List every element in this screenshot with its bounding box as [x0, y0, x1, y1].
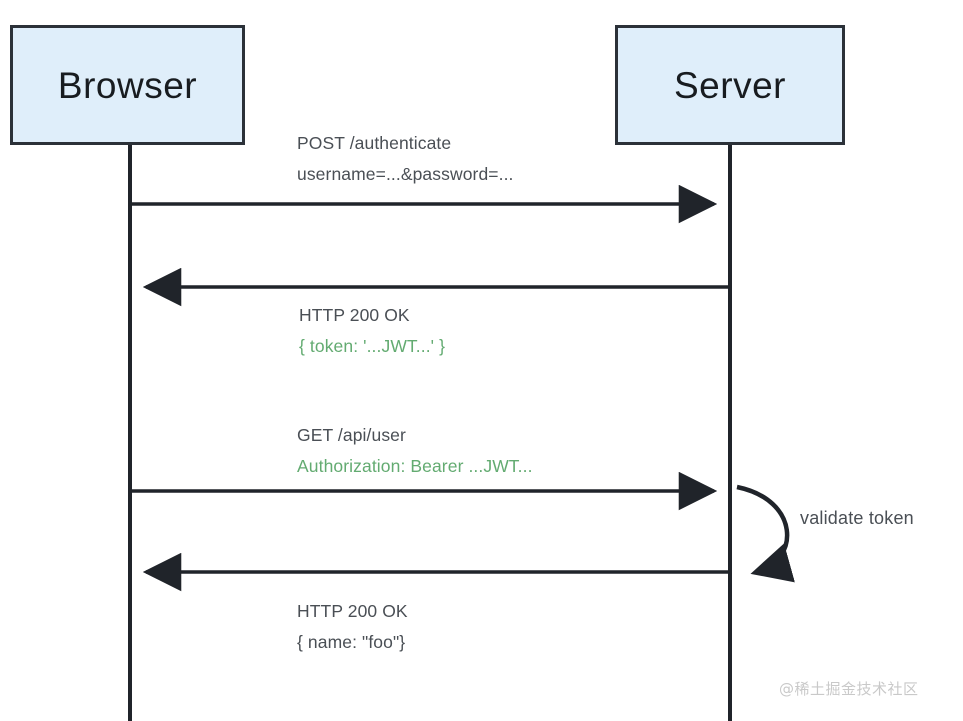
message-label-get-api-user: GET /api/user Authorization: Bearer ...J… [297, 420, 533, 482]
message-line-status: HTTP 200 OK [297, 601, 408, 621]
message-label-200-jwt: HTTP 200 OK { token: '...JWT...' } [299, 300, 445, 362]
self-message-label-validate-token: validate token [800, 508, 914, 528]
watermark-text: @稀土掘金技术社区 [779, 680, 919, 698]
participant-label-server: Server [674, 64, 786, 106]
message-line-method: POST /authenticate [297, 133, 452, 153]
self-loop-validate-token [736, 484, 795, 583]
message-line-body: { name: "foo"} [297, 632, 406, 652]
participant-box-server[interactable]: Server [615, 25, 845, 145]
message-line-authorization-header: Authorization: Bearer ...JWT... [297, 456, 533, 476]
participant-box-browser[interactable]: Browser [10, 25, 245, 145]
message-label-200-foo: HTTP 200 OK { name: "foo"} [297, 596, 408, 658]
message-line-token: { token: '...JWT...' } [299, 336, 446, 356]
message-line-body: username=...&password=... [297, 164, 514, 184]
participant-label-browser: Browser [57, 64, 198, 106]
message-line-status: HTTP 200 OK [299, 305, 410, 325]
message-line-method: GET /api/user [297, 425, 406, 445]
message-label-post-authenticate: POST /authenticate username=...&password… [297, 128, 514, 190]
